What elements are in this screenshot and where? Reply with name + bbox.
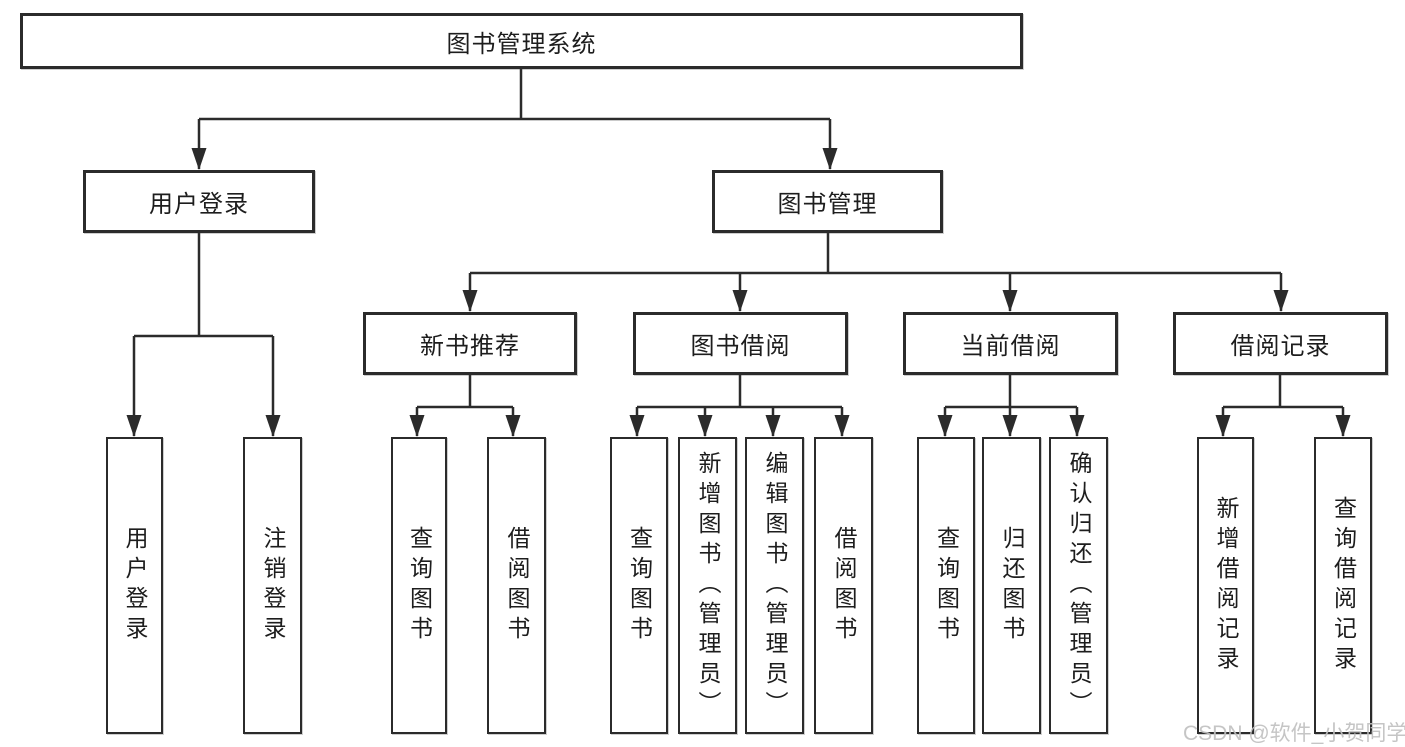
node-current-borrowing: 当前借阅 (903, 312, 1118, 375)
leaf-query-borrow-record-label: 查询借阅记录 (1330, 495, 1357, 676)
leaf-return-books-label: 归还图书 (999, 525, 1025, 646)
leaf-add-books-admin-label: 新增图书（管理员） (695, 450, 721, 721)
leaf-query-books-borrowing-label: 查询图书 (626, 525, 653, 646)
leaf-add-books-admin: 新增图书（管理员） (678, 437, 737, 734)
leaf-return-books: 归还图书 (982, 437, 1041, 734)
leaf-query-books-recommend: 查询图书 (391, 437, 447, 734)
node-current-borrowing-label: 当前借阅 (960, 333, 1061, 360)
leaf-borrow-books-borrowing-label: 借阅图书 (831, 525, 857, 646)
node-user-login: 用户登录 (83, 170, 315, 233)
leaf-borrow-books-borrowing: 借阅图书 (814, 437, 873, 734)
leaf-query-books-current: 查询图书 (917, 437, 975, 734)
leaf-query-books-borrowing: 查询图书 (610, 437, 668, 734)
node-borrowing-records: 借阅记录 (1173, 312, 1388, 375)
leaf-user-login: 用户登录 (106, 437, 163, 734)
node-root: 图书管理系统 (20, 13, 1023, 69)
leaf-borrow-books-recommend: 借阅图书 (487, 437, 546, 734)
node-book-management: 图书管理 (712, 170, 943, 233)
leaf-query-borrow-record: 查询借阅记录 (1314, 437, 1372, 734)
node-new-book-recommend: 新书推荐 (363, 312, 577, 375)
node-borrowing-records-label: 借阅记录 (1230, 333, 1331, 360)
node-book-management-label: 图书管理 (777, 191, 878, 218)
node-book-borrowing-label: 图书借阅 (690, 333, 791, 360)
node-user-login-label: 用户登录 (149, 191, 249, 218)
watermark: CSDN @软件_小贺同学 (1183, 722, 1405, 745)
leaf-logout-login-label: 注销登录 (260, 525, 286, 646)
leaf-add-borrow-record: 新增借阅记录 (1197, 437, 1254, 734)
leaf-confirm-return-admin: 确认归还（管理员） (1049, 437, 1108, 734)
leaf-query-books-current-label: 查询图书 (933, 525, 960, 646)
leaf-user-login-label: 用户登录 (122, 525, 148, 646)
node-book-borrowing: 图书借阅 (633, 312, 848, 375)
leaf-borrow-books-recommend-label: 借阅图书 (504, 525, 530, 646)
node-new-book-recommend-label: 新书推荐 (420, 333, 520, 360)
leaf-confirm-return-admin-label: 确认归还（管理员） (1066, 450, 1092, 721)
leaf-logout-login: 注销登录 (243, 437, 302, 734)
leaf-edit-books-admin-label: 编辑图书（管理员） (762, 450, 788, 721)
leaf-add-borrow-record-label: 新增借阅记录 (1213, 495, 1239, 676)
node-root-label: 图书管理系统 (446, 30, 597, 58)
leaf-edit-books-admin: 编辑图书（管理员） (745, 437, 804, 734)
leaf-query-books-recommend-label: 查询图书 (406, 525, 433, 646)
